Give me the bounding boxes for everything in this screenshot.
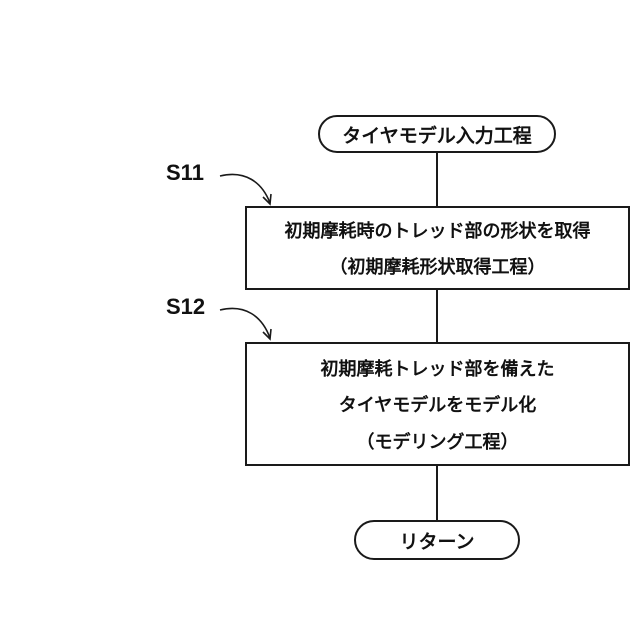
step-label-s11: S11 bbox=[166, 160, 204, 186]
start-terminal-label: タイヤモデル入力工程 bbox=[342, 121, 531, 148]
leader-s11 bbox=[220, 174, 270, 203]
end-terminal-label: リターン bbox=[399, 527, 474, 554]
process-s11-line-1: 初期摩耗時のトレッド部の形状を取得 bbox=[285, 217, 591, 243]
leader-s12 bbox=[220, 308, 270, 338]
start-terminal: タイヤモデル入力工程 bbox=[318, 115, 556, 153]
process-box-s11: 初期摩耗時のトレッド部の形状を取得 （初期摩耗形状取得工程） bbox=[245, 206, 630, 290]
process-s12-line-3: （モデリング工程） bbox=[357, 428, 519, 454]
end-terminal: リターン bbox=[354, 520, 520, 560]
process-s12-line-1: 初期摩耗トレッド部を備えた bbox=[321, 355, 555, 381]
process-box-s12: 初期摩耗トレッド部を備えた タイヤモデルをモデル化 （モデリング工程） bbox=[245, 342, 630, 466]
step-label-s12: S12 bbox=[166, 294, 205, 320]
process-s12-line-2: タイヤモデルをモデル化 bbox=[339, 391, 536, 417]
process-s11-line-2: （初期摩耗形状取得工程） bbox=[330, 253, 546, 279]
